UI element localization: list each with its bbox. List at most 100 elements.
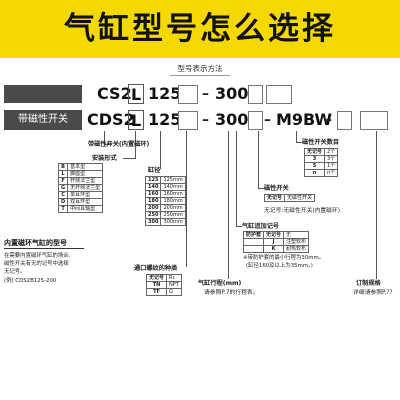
row2-port-box [178,111,198,130]
suffix-label: 气缸追加记号 [242,223,280,230]
left-note-rule [4,248,84,249]
row1-mount: L [128,84,145,104]
row2-dash: – [202,112,209,128]
left-note-line-4: (例) CDS2B125-200 [4,278,57,284]
order-line [376,131,377,279]
bore-table-cell: 140 [144,183,162,191]
row1-stroke: 300 [215,84,249,103]
left-note-line-2: 磁性开关有无的记号中选择 [4,261,69,267]
left-note-line-1: 在需要内置磁环气缸的场合, [4,253,71,259]
bore-table-cell: 160 [144,190,162,198]
count-table-cell: 1个 [324,162,339,170]
bore-table-cell: 250 [144,211,162,219]
mount-table-cell: 中间耳轴型 [67,205,104,213]
count-label: 磁性开关数目 [302,139,340,146]
subtitle-rule [170,75,230,76]
mount-table-cell: 基本型 [67,163,104,171]
bore-label: 缸径 [148,167,161,174]
port-line [186,131,187,267]
bore-table-cell: 200mm [160,204,186,212]
suffix-table-cell: 耐热软布 [283,245,310,253]
left-note-line-3: 无记号。 [4,269,26,275]
row2-stroke: 300 [215,110,249,129]
row1-order-box [266,85,292,104]
row1-suffix-box [248,85,263,104]
suffix-line [236,131,237,227]
mount-table-cell: L [57,170,69,178]
switch-note: 无记号:无磁性开关(内置磁环) [264,208,341,214]
suffix-table-cell: 防护套 [242,231,265,239]
left-note-title: 内置磁环气缸的型号 [4,239,67,247]
row1-dark-block [4,85,82,103]
row2-mount: L [128,110,145,130]
count-table-cell: n [303,169,326,177]
count-table-cell: n个 [324,169,339,177]
bore-line [160,131,161,169]
mount-table-cell: F [57,177,69,185]
suffix-table-cell [242,238,265,246]
port-table-cell: TF [145,288,168,296]
magnet-line-h [104,144,112,145]
mount-line [135,131,136,159]
row1-port-box [178,85,198,104]
switch-line [258,131,259,189]
mount-table-cell: C [57,191,69,199]
port-table-cell: Rc [166,274,182,282]
port-table-cell: 无记号 [145,274,168,282]
stroke-label: 气缸行程(mm) [198,280,242,287]
bore-table-cell: 125 [144,176,162,184]
mount-table-cell: 脚座型 [67,170,104,178]
stroke-note: 请参照P.7的行程表。 [204,290,259,296]
switch-table-key: 无记号 [263,194,286,202]
mount-table-cell: G [57,184,69,192]
count-line-h [296,142,302,143]
row2-dash-2: – [264,112,271,128]
suffix-table-row: 防护套无记号无 [242,231,310,239]
bore-table-cell: 180 [144,197,162,205]
bore-table-cell: 200 [144,204,162,212]
switch-table-val: 无磁性开关 [284,194,316,202]
mount-table-cell: T [57,205,69,213]
suffix-note-1: ※带防护套的最小行程为30mm。 [243,255,325,261]
row2-dash-3: – [325,112,332,128]
bore-table-cell: 160mm [160,190,186,198]
bore-table-cell: 300mm [160,218,186,226]
suffix-table-cell: 无 [283,231,310,239]
order-note: 详细请参照P.?? [353,290,393,296]
suffix-line-h [236,226,242,227]
bore-table-cell: 140mm [160,183,186,191]
mount-table-cell: B [57,163,69,171]
suffix-table-cell [242,245,265,253]
row2-switch: M9BW [276,110,333,129]
count-line [296,131,297,143]
port-table-cell: TN [145,281,168,289]
count-table-cell: 无记号 [303,148,326,156]
port-label: 通口螺纹的种类 [134,265,178,272]
row2-suffix-box [248,111,263,130]
row1-series: CS2 [97,84,132,103]
row2-series: CDS2 [87,110,135,129]
magnet-line [104,131,105,145]
switch-label: 磁性开关 [264,185,289,192]
count-table-cell: 2个 [324,148,339,156]
mount-table-cell: 杆侧法兰型 [67,177,104,185]
bore-table-cell: 125mm [160,176,186,184]
